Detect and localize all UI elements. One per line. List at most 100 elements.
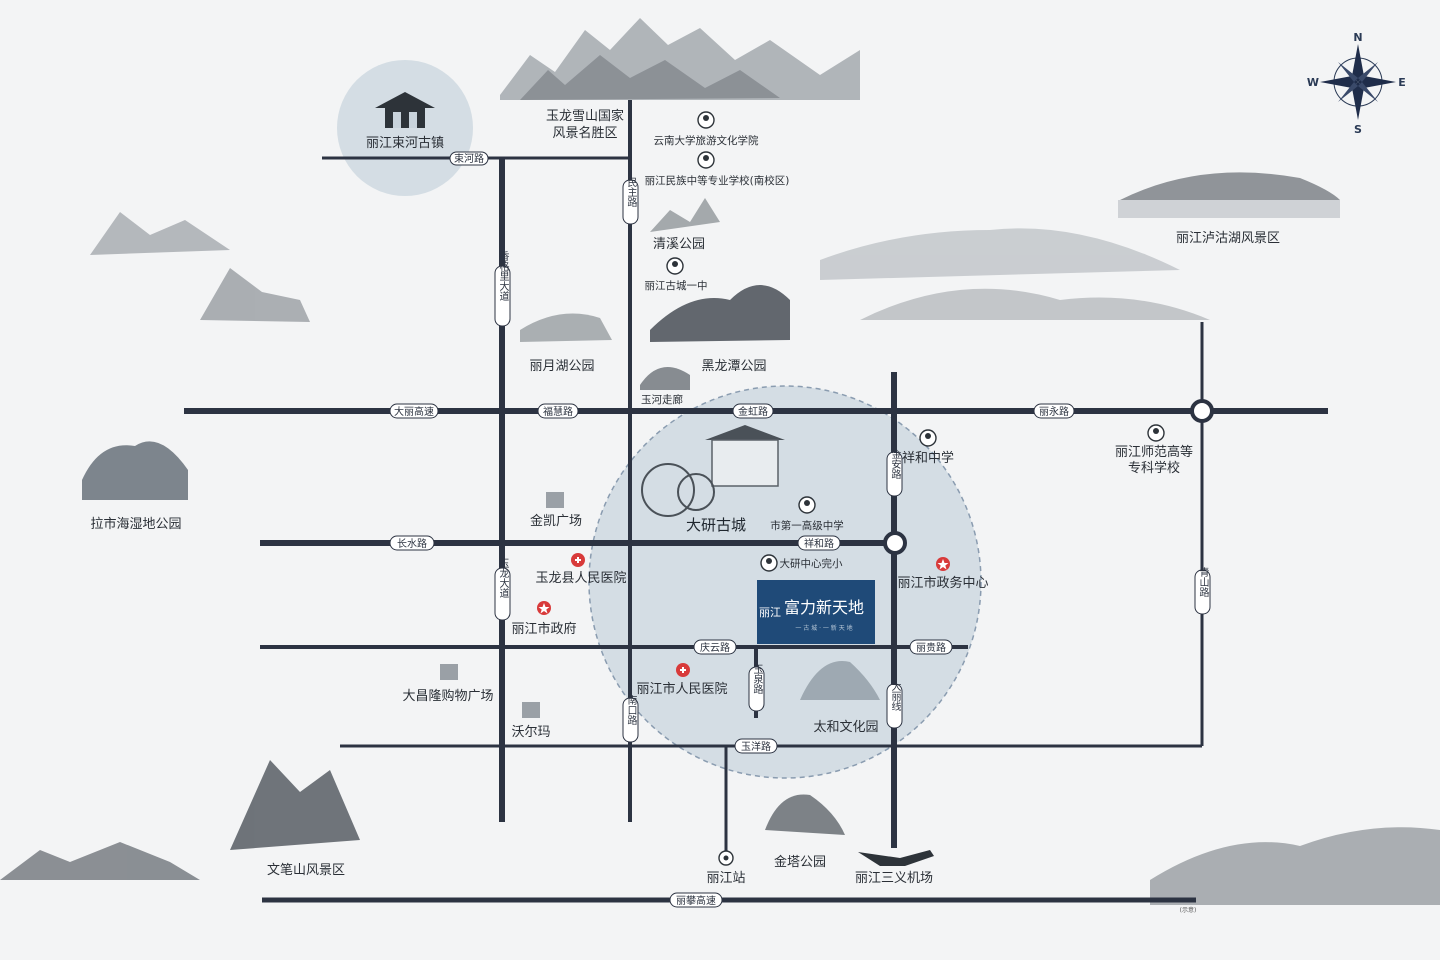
label-note: (示意) — [1180, 906, 1197, 914]
label-shidiyi-high: 市第一高级中学 — [770, 519, 844, 532]
label-dayan-center: 大研中心完小 — [780, 557, 843, 570]
mall-icon — [440, 492, 564, 718]
yuhe-art — [640, 367, 690, 390]
station-pin-icon — [718, 850, 734, 866]
road-label-minzhu: 民主路 — [622, 177, 639, 225]
svg-text:大丽高速: 大丽高速 — [394, 405, 434, 418]
label-yulong-hospital: 玉龙县人民医院 — [535, 571, 626, 586]
svg-text:玉龙大道: 玉龙大道 — [497, 558, 509, 598]
project-name: 富力新天地 — [784, 598, 864, 617]
label-heilongtan: 黑龙潭公园 — [701, 359, 766, 374]
label-yulong-snow: 玉龙雪山国家 — [546, 108, 624, 124]
road-label-yuquan: 玉泉路 — [748, 664, 765, 712]
road-label-shuhe: 束河路 — [449, 151, 489, 166]
label-wenbishan: 文笔山风景区 — [267, 862, 345, 878]
svg-text:S: S — [1354, 123, 1362, 136]
lugu-lake-art — [1118, 172, 1340, 218]
label-lugu: 丽江泸沽湖风景区 — [1176, 231, 1280, 246]
label-lijiang-station: 丽江站 — [706, 871, 745, 886]
liyuehu-art — [520, 313, 612, 342]
svg-text:N: N — [1353, 31, 1362, 44]
road-label-ligui: 丽贵路 — [909, 639, 953, 655]
svg-text:W: W — [1307, 76, 1319, 89]
wenbishan-art — [0, 760, 360, 880]
svg-text:丽永路: 丽永路 — [1039, 405, 1069, 418]
svg-text:E: E — [1398, 76, 1406, 89]
road-label-qingyun: 庆云路 — [693, 639, 737, 655]
lashihai-art — [82, 441, 188, 500]
shuhe-gate-art — [375, 92, 435, 128]
label-liyuehu: 丽月湖公园 — [529, 359, 594, 374]
road-label-jinhong: 金虹路 — [732, 403, 774, 419]
svg-text:祥和路: 祥和路 — [804, 537, 834, 550]
road-label-yulong: 玉龙大道 — [494, 558, 511, 621]
airplane-icon — [858, 850, 934, 866]
label-xianghe-middle: 祥和中学 — [902, 450, 954, 466]
label-jinkai: 金凯广场 — [530, 513, 582, 529]
right-mountain-art — [820, 228, 1210, 320]
svg-text:民主路: 民主路 — [625, 177, 637, 208]
bottom-right-mountain-art — [1150, 827, 1440, 905]
hospital-icon — [676, 663, 690, 677]
svg-text:金虹路: 金虹路 — [738, 405, 768, 418]
label-taihe: 太和文化园 — [813, 720, 878, 735]
svg-text:大丽线: 大丽线 — [889, 680, 901, 711]
road-label-fuhui: 福慧路 — [537, 403, 579, 419]
label-normal-college: 丽江师范高等 — [1115, 444, 1193, 460]
label-normal-college-2: 专科学校 — [1128, 460, 1180, 476]
left-mountain-art — [90, 212, 310, 322]
label-yuhe: 玉河走廊 — [641, 393, 683, 406]
label-minzu-school: 丽江民族中等专业学校(南校区) — [645, 174, 790, 187]
waterwheel-art — [641, 463, 695, 517]
svg-text:束河路: 束河路 — [454, 152, 484, 165]
project-prefix: 丽江 — [759, 606, 781, 619]
label-shuhe: 丽江束河古镇 — [366, 136, 444, 151]
label-dayan[interactable]: 大研古城 — [686, 516, 746, 534]
svg-text:福慧路: 福慧路 — [543, 405, 573, 418]
svg-text:玉泉路: 玉泉路 — [751, 664, 763, 695]
label-sanyi-airport: 丽江三义机场 — [855, 871, 933, 886]
dayan-gate-art — [641, 425, 785, 517]
svg-text:青山路: 青山路 — [1197, 566, 1209, 598]
road-label-dali-gaosu: 大丽高速 — [389, 403, 439, 419]
government-star-icon — [936, 557, 950, 571]
label-jinta: 金塔公园 — [774, 854, 826, 870]
label-dachanglong: 大昌隆购物广场 — [402, 688, 493, 704]
label-qingxi: 清溪公园 — [653, 237, 705, 252]
road-labels: 束河路 大丽高速 福慧路 金虹路 丽永路 长水路 祥和路 庆云路 丽贵路 玉洋路… — [389, 151, 1211, 908]
svg-text:庆云路: 庆云路 — [700, 641, 730, 654]
label-lashihai: 拉市海湿地公园 — [90, 516, 181, 532]
roundabout-liyong — [1190, 399, 1214, 423]
hospital-icon — [571, 553, 585, 567]
place-labels: 丽江束河古镇 玉龙雪山国家 风景名胜区 云南大学旅游文化学院 丽江民族中等专业学… — [90, 108, 1280, 914]
roundabout-xianghe — [883, 531, 907, 555]
road-label-jinan: 金安路 — [886, 448, 903, 497]
road-label-changshui: 长水路 — [389, 535, 435, 551]
label-gucheng-yizhong: 丽江古城一中 — [645, 279, 708, 292]
svg-text:丽攀高速: 丽攀高速 — [676, 894, 716, 907]
road-label-nankou: 南口路 — [622, 694, 639, 743]
road-label-dali-xian: 大丽线 — [886, 680, 903, 729]
svg-text:香格里大道: 香格里大道 — [497, 251, 509, 301]
qingxi-art — [650, 198, 720, 232]
heilongtan-art — [650, 285, 790, 342]
road-label-lipan: 丽攀高速 — [669, 892, 723, 908]
government-star-icon — [537, 601, 551, 615]
svg-text:丽贵路: 丽贵路 — [916, 641, 946, 654]
road-label-xianghe: 祥和路 — [797, 535, 841, 551]
jinta-art — [765, 794, 845, 835]
project-marker[interactable]: 丽江 富力新天地 一 古 城 · 一 新 天 地 — [757, 580, 875, 644]
svg-text:长水路: 长水路 — [397, 537, 427, 550]
yulong-mountain-art — [500, 18, 860, 100]
label-city-hospital: 丽江市人民医院 — [636, 681, 727, 697]
svg-text:玉洋路: 玉洋路 — [741, 740, 771, 753]
label-city-gov: 丽江市政府 — [511, 621, 576, 637]
project-tagline: 一 古 城 · 一 新 天 地 — [795, 624, 852, 632]
label-walmart: 沃尔玛 — [511, 725, 550, 740]
label-yunnan-univ: 云南大学旅游文化学院 — [654, 134, 759, 147]
svg-text:金安路: 金安路 — [889, 448, 901, 480]
road-label-liyong: 丽永路 — [1033, 403, 1075, 419]
road-label-xianggelila: 香格里大道 — [494, 251, 511, 327]
road-label-yuyang: 玉洋路 — [734, 738, 778, 754]
